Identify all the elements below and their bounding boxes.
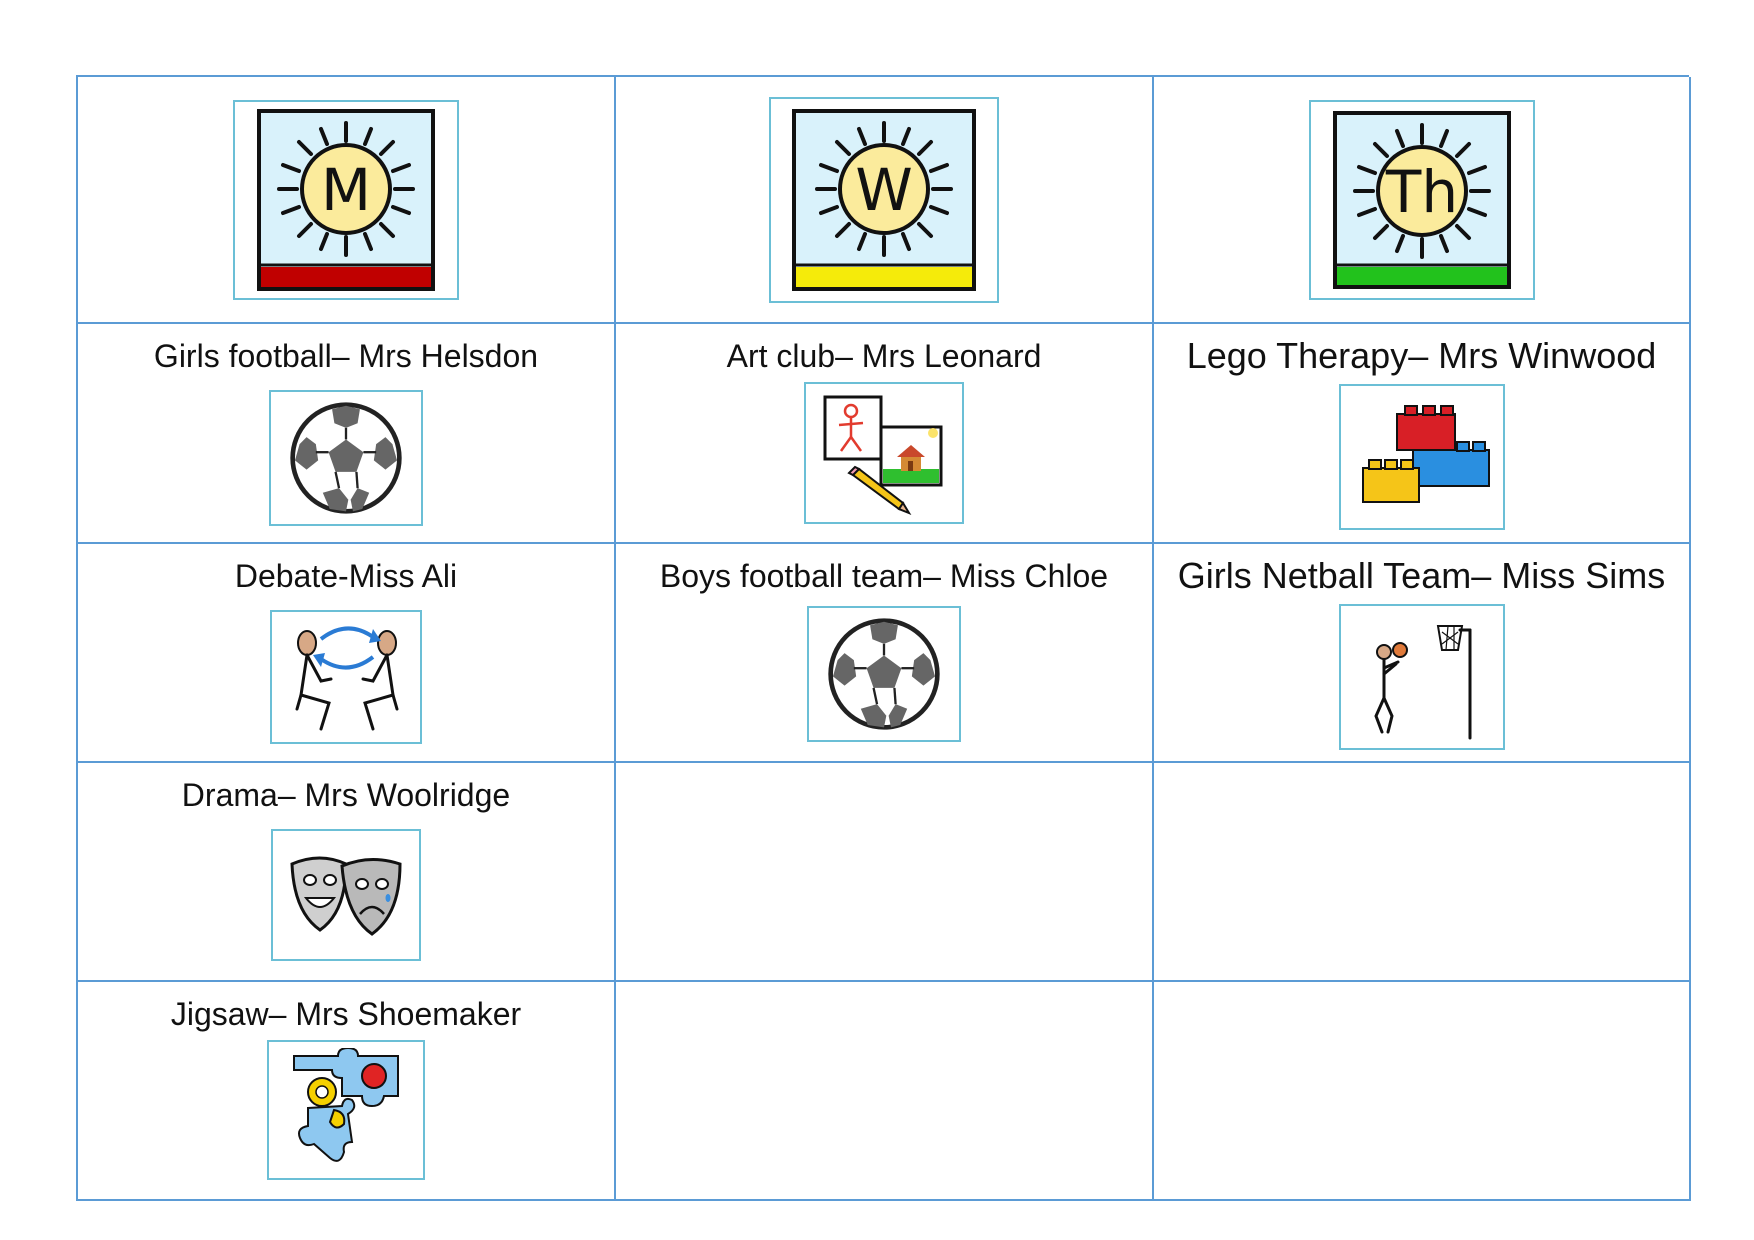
drama-masks-icon [271, 829, 421, 961]
netball-icon [1338, 604, 1505, 750]
empty-cell [1154, 763, 1691, 982]
sun-icon: Th [1332, 110, 1511, 289]
debate-icon [270, 610, 422, 744]
clubs-timetable: M W [76, 75, 1691, 1201]
wednesday-symbol: W [769, 96, 999, 303]
day-letter: W [855, 156, 912, 224]
football-icon [269, 390, 423, 526]
club-label: Girls Netball Team– Miss Sims [1177, 555, 1666, 596]
day-letter: Th [1384, 158, 1457, 226]
club-cell: Lego Therapy– Mrs Winwood [1154, 324, 1691, 544]
club-label: Girls football– Mrs Helsdon [153, 338, 539, 374]
empty-cell [616, 763, 1154, 982]
lego-bricks-icon [1338, 384, 1505, 530]
club-label: Drama– Mrs Woolridge [181, 777, 511, 813]
wednesday-cell: W [616, 77, 1154, 324]
monday-cell: M [78, 77, 616, 324]
football-icon [807, 606, 961, 742]
thursday-cell: Th [1154, 77, 1691, 324]
club-cell: Drama– Mrs Woolridge [78, 763, 616, 982]
club-cell: Girls football– Mrs Helsdon [78, 324, 616, 544]
empty-cell [616, 982, 1154, 1201]
monday-symbol: M [233, 99, 459, 300]
thursday-symbol: Th [1308, 99, 1535, 300]
empty-cell [1154, 982, 1691, 1201]
jigsaw-icon [267, 1040, 425, 1180]
sun-icon: W [792, 108, 976, 291]
club-cell: Art club– Mrs Leonard [616, 324, 1154, 544]
club-label: Art club– Mrs Leonard [726, 338, 1042, 374]
club-label: Boys football team– Miss Chloe [659, 558, 1109, 594]
art-icon [804, 382, 964, 524]
sun-icon: M [257, 108, 435, 291]
club-label: Debate-Miss Ali [234, 558, 458, 594]
club-cell: Jigsaw– Mrs Shoemaker [78, 982, 616, 1201]
club-cell: Girls Netball Team– Miss Sims [1154, 544, 1691, 763]
club-cell: Debate-Miss Ali [78, 544, 616, 763]
club-cell: Boys football team– Miss Chloe [616, 544, 1154, 763]
day-letter: M [321, 156, 371, 224]
club-label: Jigsaw– Mrs Shoemaker [170, 996, 522, 1032]
club-label: Lego Therapy– Mrs Winwood [1186, 335, 1657, 376]
